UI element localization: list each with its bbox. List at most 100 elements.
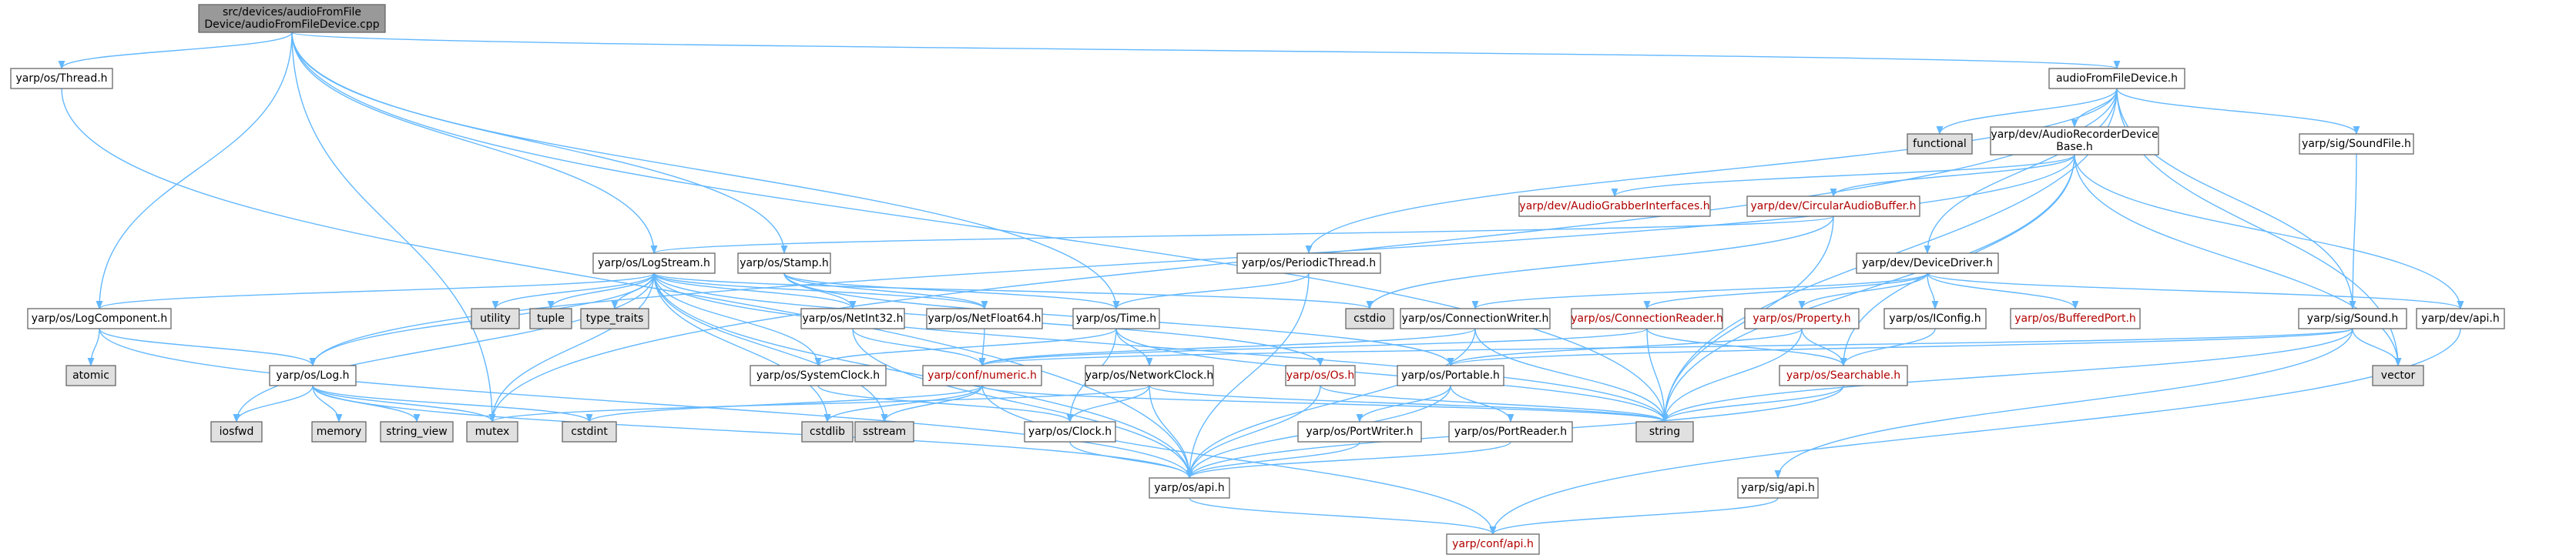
node-cab[interactable]: yarp/dev/CircularAudioBuffer.h [1746,195,1920,217]
node-devapi[interactable]: yarp/dev/api.h [2416,308,2505,329]
edge-logstream-to-tuple [547,272,655,310]
node-box [1397,365,1504,386]
node-label: yarp/os/NetFloat64.h [927,312,1041,325]
edge-afd-to-functional [1936,88,2118,135]
node-mutex[interactable]: mutex [466,421,518,443]
node-searchable[interactable]: yarp/os/Searchable.h [1779,365,1908,386]
node-osh[interactable]: yarp/os/Os.h [1285,365,1356,386]
node-box [1571,308,1723,329]
edge-arbase-to-devapi [2074,154,2464,310]
edge-osh-to-osapi [1186,385,1321,479]
node-logcomp[interactable]: yarp/os/LogComponent.h [27,308,172,329]
node-box [926,308,1043,329]
node-label: yarp/sig/SoundFile.h [2302,138,2411,150]
edge-root-to-afd [291,32,2120,70]
node-portwriter[interactable]: yarp/os/PortWriter.h [1297,421,1422,443]
node-label: yarp/os/Clock.h [1028,426,1112,438]
node-string[interactable]: string [1635,421,1694,443]
node-devdriver[interactable]: yarp/dev/DeviceDriver.h [1856,252,1999,274]
node-box [801,421,854,443]
edge-logstream-to-cstdlib [653,272,831,423]
node-box [737,252,831,274]
edge-numeric-to-cstdint [585,385,983,423]
node-sysclock[interactable]: yarp/os/SystemClock.h [750,365,887,386]
node-sigapi[interactable]: yarp/sig/api.h [1737,477,1819,499]
node-thread[interactable]: yarp/os/Thread.h [10,68,113,89]
node-box [1024,421,1116,443]
edge-sound-to-numeric [979,328,2353,367]
node-portable[interactable]: yarp/os/Portable.h [1397,365,1504,386]
node-property[interactable]: yarp/os/Property.h [1744,308,1860,329]
node-label: yarp/os/Os.h [1286,369,1354,382]
edge-logstream-to-logcomp [96,272,655,310]
node-utility[interactable]: utility [471,308,520,329]
edge-connwriter-to-numeric [978,328,1476,367]
node-netclock[interactable]: yarp/os/NetworkClock.h [1085,365,1214,386]
node-connreader[interactable]: yarp/os/ConnectionReader.h [1571,308,1723,329]
edge-arbase-to-cab [1830,154,2075,198]
node-confapi[interactable]: yarp/conf/api.h [1446,533,1540,555]
node-sstream[interactable]: sstream [854,421,914,443]
node-label: cstdint [571,426,608,438]
node-label: cstdio [1353,312,1386,325]
node-iosfwd[interactable]: iosfwd [210,421,263,443]
node-box [1072,308,1160,329]
node-label: sstream [863,426,906,438]
node-label: yarp/os/Searchable.h [1786,369,1900,382]
edge-stamp-to-time [783,272,1120,310]
node-typetraits[interactable]: type_traits [580,308,649,329]
node-bufport[interactable]: yarp/os/BufferedPort.h [2010,308,2141,329]
node-time[interactable]: yarp/os/Time.h [1072,308,1160,329]
node-box [2299,133,2414,155]
node-cstdlib[interactable]: cstdlib [801,421,854,443]
node-stringview[interactable]: string_view [380,421,454,443]
edge-afd-to-devdriver [1924,88,2118,255]
node-box [1149,477,1230,499]
node-stamp[interactable]: yarp/os/Stamp.h [737,252,831,274]
node-box [1856,252,1999,274]
node-sound[interactable]: yarp/sig/Sound.h [2298,308,2407,329]
edge-root-to-string [291,32,1669,423]
node-clock[interactable]: yarp/os/Clock.h [1024,421,1116,443]
node-periodic[interactable]: yarp/os/PeriodicThread.h [1236,252,1381,274]
node-connwriter[interactable]: yarp/os/ConnectionWriter.h [1400,308,1551,329]
node-label: yarp/conf/api.h [1452,538,1534,550]
node-box [592,252,716,274]
edge-log-to-memory [312,385,343,423]
node-agi[interactable]: yarp/dev/AudioGrabberInterfaces.h [1518,195,1711,217]
edge-devdriver-to-property [1798,272,1928,310]
node-numeric[interactable]: yarp/conf/numeric.h [922,365,1042,386]
node-tuple[interactable]: tuple [529,308,572,329]
node-iconfig[interactable]: yarp/os/IConfig.h [1883,308,1987,329]
edge-logstream-to-utility [491,272,655,310]
node-afd[interactable]: audioFromFileDevice.h [2048,68,2185,89]
edge-property-to-portable [1447,328,1803,367]
node-functional[interactable]: functional [1907,133,1973,155]
node-root[interactable]: src/devices/audioFromFileDevice/audioFro… [198,4,386,33]
node-cstdint[interactable]: cstdint [562,421,617,443]
node-label: type_traits [586,312,644,325]
node-memory[interactable]: memory [311,421,367,443]
edge-time-to-string [1115,328,1669,423]
edge-afd-to-soundfile [2116,88,2360,135]
node-netfloat64[interactable]: yarp/os/NetFloat64.h [926,308,1043,329]
edge-root-to-logstream [291,32,658,255]
node-box [1990,126,2159,155]
node-vector[interactable]: vector [2372,365,2424,386]
node-box [1907,133,1973,155]
node-box [1400,308,1551,329]
node-soundfile[interactable]: yarp/sig/SoundFile.h [2299,133,2414,155]
node-osapi[interactable]: yarp/os/api.h [1149,477,1230,499]
edge-portreader-to-osapi [1186,441,1511,479]
node-log[interactable]: yarp/os/Log.h [269,365,357,386]
node-netint32[interactable]: yarp/os/NetInt32.h [800,308,905,329]
node-atomic[interactable]: atomic [65,365,116,386]
node-portreader[interactable]: yarp/os/PortReader.h [1448,421,1573,443]
node-label: mutex [475,426,510,438]
edge-numeric-to-string [981,385,1669,423]
node-logstream[interactable]: yarp/os/LogStream.h [592,252,716,274]
edge-periodic-to-osapi [1186,272,1310,479]
node-label: cstdlib [810,426,845,438]
node-cstdio[interactable]: cstdio [1345,308,1394,329]
